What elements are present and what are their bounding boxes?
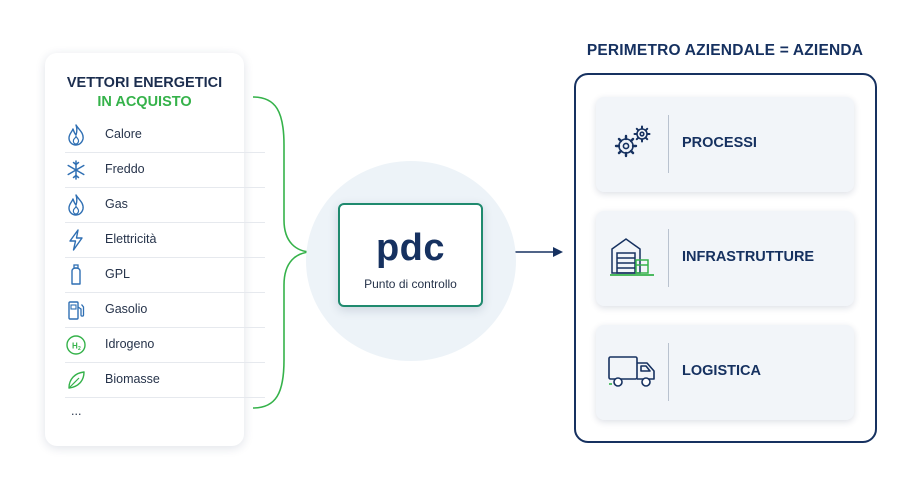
unit-label: LOGISTICA (682, 363, 761, 379)
item-label: Biomasse (105, 372, 160, 386)
title-line-1: VETTORI ENERGETICI (66, 75, 223, 91)
item-label: Freddo (105, 162, 145, 176)
list-item-gas: Gas (65, 188, 265, 223)
list-item-biomasse: Biomasse (65, 363, 265, 398)
control-point-abbr: pdc (375, 227, 446, 269)
unit-logistica: LOGISTICA (596, 325, 854, 420)
unit-processi: PROCESSI (596, 97, 854, 192)
list-item-gpl: GPL (65, 258, 265, 293)
unit-label: INFRASTRUTTURE (682, 249, 815, 265)
svg-text:2: 2 (78, 346, 81, 352)
bracket-connector (252, 96, 313, 409)
snowflake-icon (65, 158, 87, 182)
fuel-pump-icon (65, 298, 87, 322)
item-label: Idrogeno (105, 337, 155, 351)
divider (668, 115, 669, 173)
divider (668, 343, 669, 401)
flame-icon (65, 123, 87, 147)
perimeter-frame (574, 73, 877, 443)
title-line-2: IN ACQUISTO (97, 94, 192, 110)
gears-icon (606, 115, 660, 169)
item-label: Gas (105, 197, 128, 211)
energy-carriers-card: VETTORI ENERGETICI IN ACQUISTO Calore Fr… (45, 53, 265, 446)
item-label: GPL (105, 267, 131, 281)
list-item-elettricita: Elettricità (65, 223, 265, 258)
leaf-icon (65, 368, 87, 392)
list-item-gasolio: Gasolio (65, 293, 265, 328)
ellipsis-label: ... (71, 404, 82, 418)
svg-text:H: H (72, 342, 78, 351)
perimeter-title: PERIMETRO AZIENDALE = AZIENDA (586, 42, 864, 59)
gas-cylinder-icon (65, 263, 87, 287)
control-point-subtitle: Punto di controllo (364, 277, 457, 291)
list-item-more: ... (65, 398, 265, 433)
unit-label: PROCESSI (682, 135, 757, 151)
list-item-calore: Calore (65, 118, 265, 153)
energy-carriers-title: VETTORI ENERGETICI IN ACQUISTO (45, 74, 244, 112)
item-label: Calore (105, 127, 142, 141)
divider (668, 229, 669, 287)
warehouse-icon (606, 229, 660, 283)
item-label: Gasolio (105, 302, 148, 316)
item-label: Elettricità (105, 232, 157, 246)
control-point-box: pdc Punto di controllo (338, 203, 483, 307)
lightning-icon (65, 228, 87, 252)
unit-infrastrutture: INFRASTRUTTURE (596, 211, 854, 306)
list-item-freddo: Freddo (65, 153, 265, 188)
truck-icon (606, 343, 660, 397)
arrow-head-navy (553, 247, 563, 257)
flame-icon (65, 193, 87, 217)
